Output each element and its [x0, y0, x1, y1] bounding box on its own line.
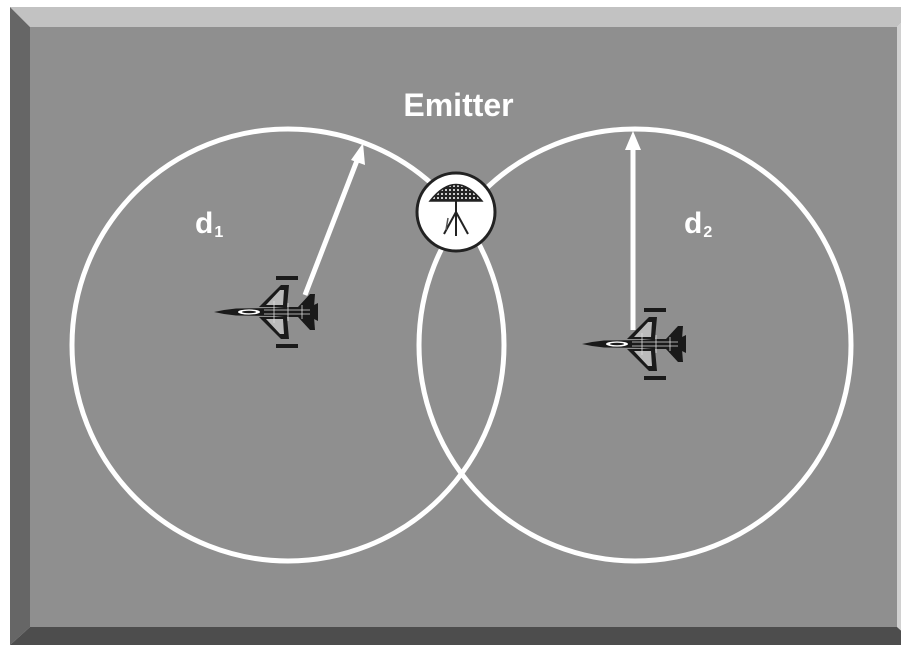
- distance-label-d1-subscript: 1: [214, 224, 224, 241]
- emitter-label: Emitter: [403, 87, 514, 123]
- distance-label-d2: d2: [684, 209, 712, 241]
- range-circle-1: [69, 126, 507, 564]
- distance-label-d2-base: d: [684, 207, 703, 240]
- range-circle-2: [416, 126, 854, 564]
- distance-arrow-1: [302, 143, 365, 296]
- frame-left-bevel: [10, 7, 30, 645]
- distance-label-d1: d1: [195, 209, 223, 241]
- frame-right-bevel: [897, 23, 901, 631]
- radar-emitter-icon: [415, 171, 497, 253]
- frame-top-bevel: [10, 7, 901, 27]
- distance-label-d1-base: d: [195, 207, 214, 240]
- distance-arrow-2: [625, 131, 641, 330]
- distance-label-d2-subscript: 2: [703, 224, 713, 241]
- frame-bottom-bevel: [10, 627, 901, 645]
